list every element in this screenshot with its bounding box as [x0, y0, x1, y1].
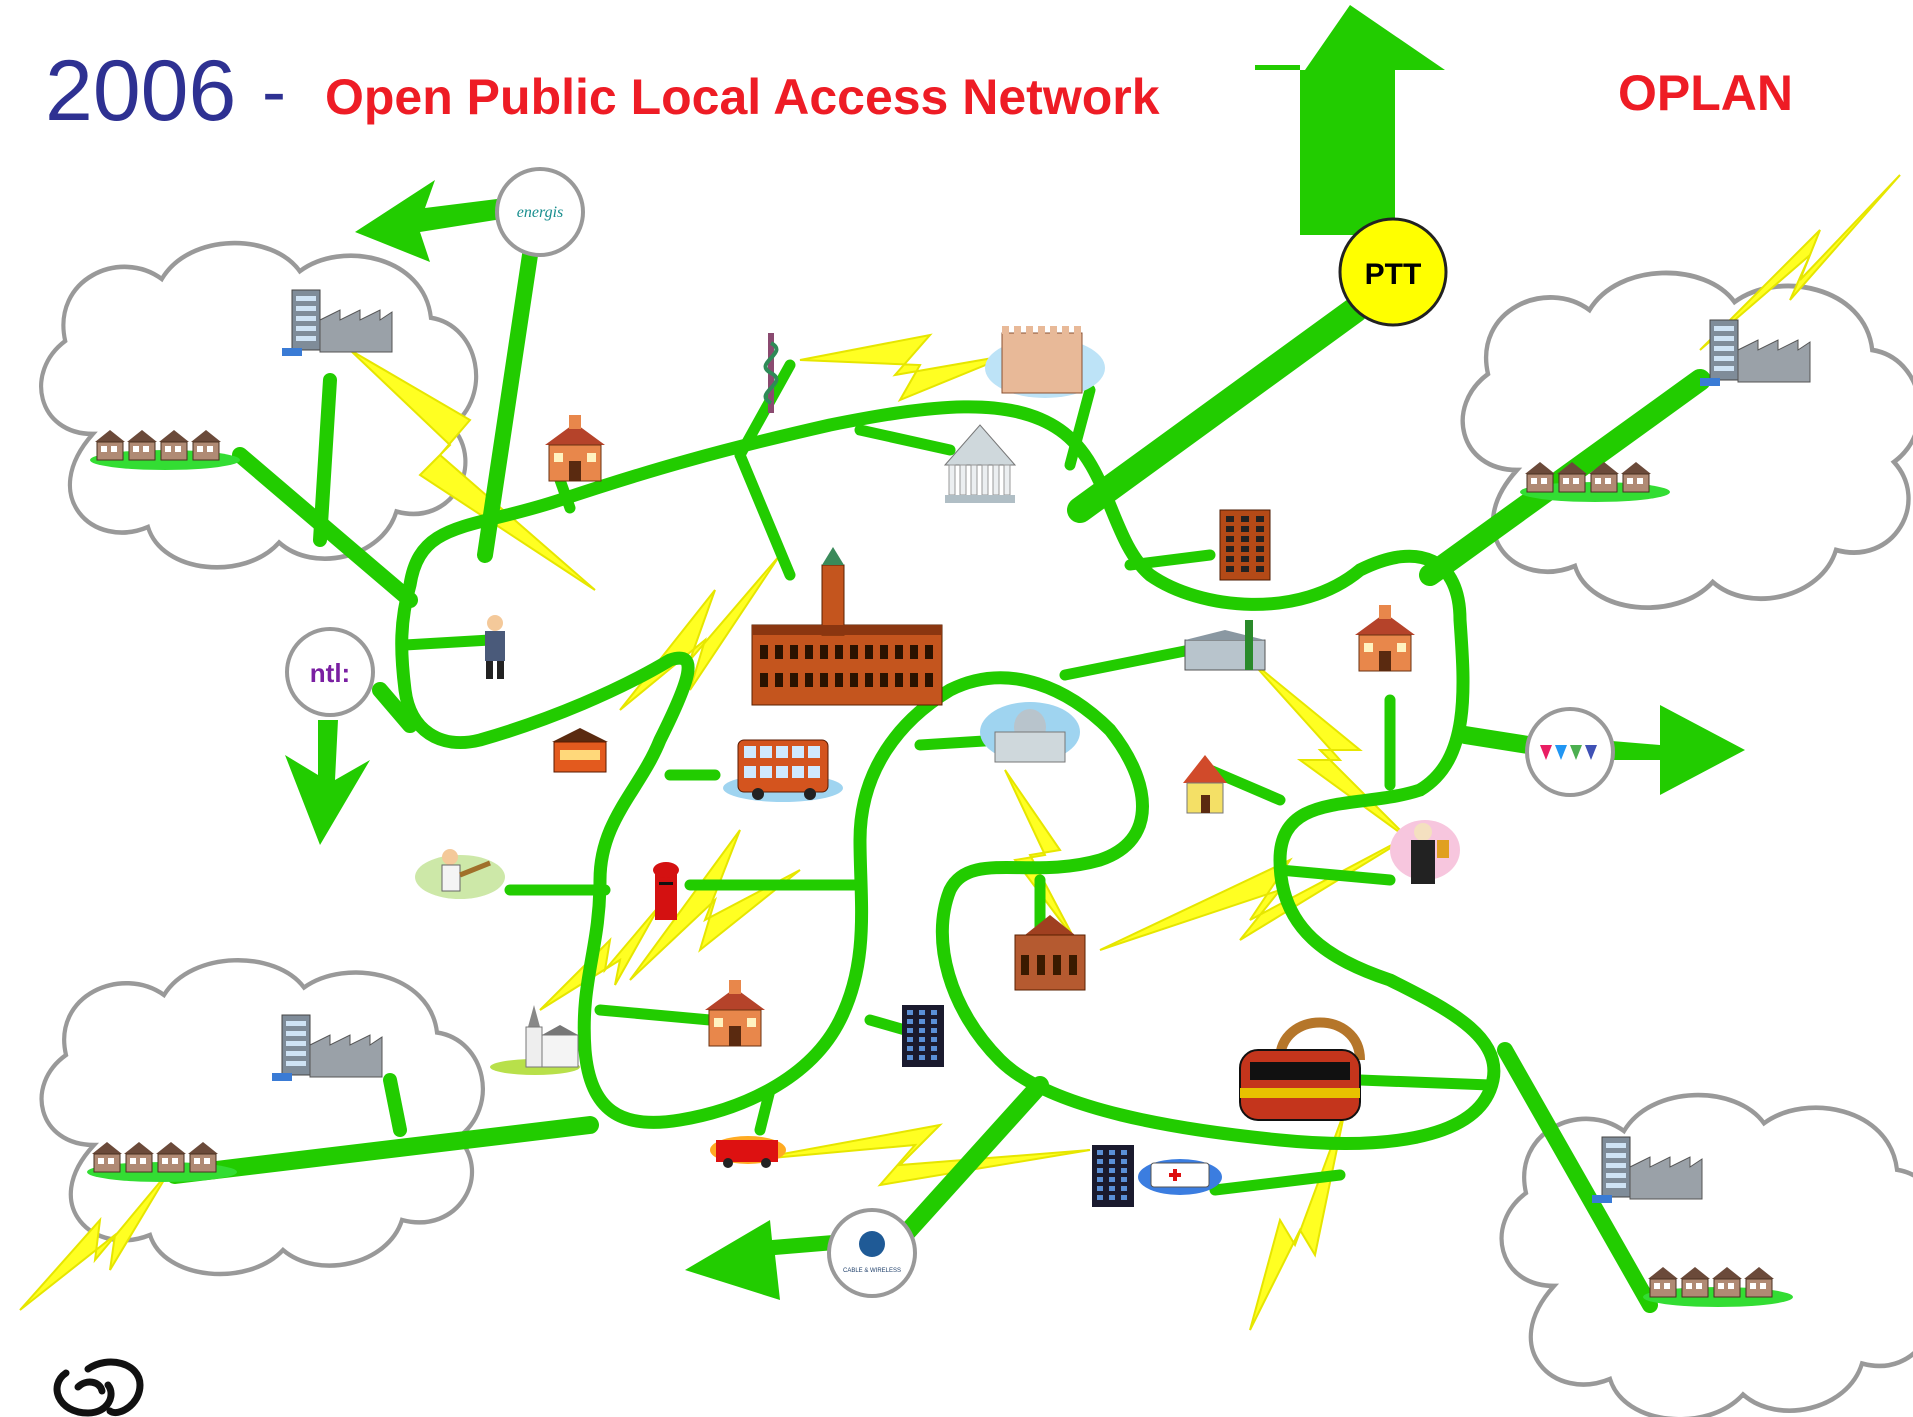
school-right [1355, 605, 1415, 672]
wireless-bolt-5 [749, 1123, 1091, 1187]
branch-spur-8 [1059, 644, 1196, 681]
branch-spur-16 [594, 1004, 716, 1026]
arrows [285, 5, 1745, 1300]
houses-bottom-right [1643, 1267, 1793, 1307]
arrow-right-ggtt [1600, 705, 1745, 795]
fire-engine-icon [710, 1136, 786, 1168]
sites [87, 289, 1811, 1307]
office-tower-brown [1219, 509, 1271, 581]
judge-icon [1390, 820, 1460, 884]
branch-spur-7 [1124, 549, 1216, 571]
factory-bottom-left [272, 1014, 383, 1081]
restaurant-icon [552, 728, 608, 773]
castle-icon [985, 326, 1105, 398]
wireless-bolt-4 [629, 829, 801, 981]
trunk-ptt [1067, 297, 1368, 523]
post-box-icon [653, 862, 679, 920]
wireless-bolt-10 [1699, 174, 1901, 351]
ggtt-flag-1 [1540, 745, 1552, 760]
factory-top-left [282, 289, 393, 356]
capitol-icon [980, 702, 1080, 763]
town-hall-icon [751, 547, 943, 706]
branch-spur-1 [399, 634, 496, 651]
node-cable-wireless: CABLE & WIRELESS [827, 1208, 917, 1298]
wireless-links [19, 174, 1901, 1331]
node-ggtt [1525, 707, 1615, 797]
cathedral-icon [1014, 915, 1086, 991]
school-top [545, 415, 605, 482]
houses-bottom-left [87, 1142, 237, 1182]
arrow-left-energis [355, 180, 508, 262]
office-tower-dark [902, 1005, 944, 1067]
ring-main [395, 400, 1501, 1150]
branch-spur-5 [854, 424, 956, 456]
branch-spur-21 [1209, 1169, 1346, 1196]
factory-bottom-right [1592, 1136, 1703, 1203]
company-logo [53, 1358, 144, 1417]
ambulance-icon [1138, 1159, 1222, 1195]
branch-spur-11 [1274, 864, 1396, 886]
trunk-top-left-factory [313, 373, 337, 547]
houses-top-left [90, 430, 240, 470]
warehouse-icon [1184, 620, 1266, 671]
school-bottom [705, 980, 765, 1047]
title-dash: - [262, 52, 286, 132]
network-links [166, 247, 1711, 1313]
branch-spur-3 [734, 359, 796, 461]
branch-spur-4 [734, 449, 796, 581]
branch-spur-2 [554, 474, 576, 514]
train-icon [1239, 1017, 1365, 1121]
trunk-ntl [372, 682, 418, 733]
office-tower-slim [1092, 1145, 1134, 1207]
trunk-bottom-right [1497, 1042, 1658, 1313]
arrow-down-ntl [285, 720, 370, 845]
factory-top-right [1700, 319, 1811, 386]
cloud-bottom-left [42, 960, 483, 1274]
trunk-energis [477, 247, 538, 563]
cloud-top-right [1463, 273, 1913, 608]
trunk-bottom-left [166, 1116, 599, 1184]
arrow-up-ptt [1255, 5, 1445, 235]
ggtt-flag-4 [1585, 745, 1597, 760]
cottage-icon [1183, 755, 1227, 814]
branch-spur-17 [864, 1014, 911, 1036]
ntl-label: ntl: [310, 658, 350, 688]
node-ntl: ntl: [285, 627, 375, 717]
branch-spur-20 [1354, 1074, 1496, 1091]
branch-spur-18 [754, 1084, 776, 1136]
arrow-left-cable-wireless [685, 1220, 835, 1300]
node-ptt: PTT [1338, 217, 1448, 327]
energis-label: energis [517, 204, 564, 221]
library-icon [943, 424, 1017, 503]
node-energis: energis [495, 167, 585, 257]
branch-spur-6 [1064, 384, 1096, 471]
ptt-label: PTT [1365, 258, 1422, 291]
wireless-bolt-1 [349, 349, 596, 591]
title-main: Open Public Local Access Network [325, 69, 1160, 125]
cricketer-icon [415, 849, 505, 899]
wireless-bolt-8 [1099, 829, 1421, 951]
ggtt-flag-3 [1570, 745, 1582, 760]
wireless-bolt-2 [799, 333, 1011, 403]
bus-icon [723, 739, 843, 802]
ggtt-flag-2 [1555, 745, 1567, 760]
trunk-cable-wireless [891, 1076, 1049, 1249]
trunk-bottom-left-factory [383, 1073, 407, 1137]
houses-top-right [1520, 462, 1670, 502]
cable-wireless-label: CABLE & WIRELESS [843, 1268, 901, 1274]
branch-spur-10 [1204, 764, 1286, 806]
policeman-icon [485, 615, 505, 679]
pharmacy-icon [763, 333, 779, 413]
church-icon [490, 1005, 580, 1075]
title-year: 2006 [45, 43, 237, 139]
title-brand: OPLAN [1618, 65, 1793, 121]
